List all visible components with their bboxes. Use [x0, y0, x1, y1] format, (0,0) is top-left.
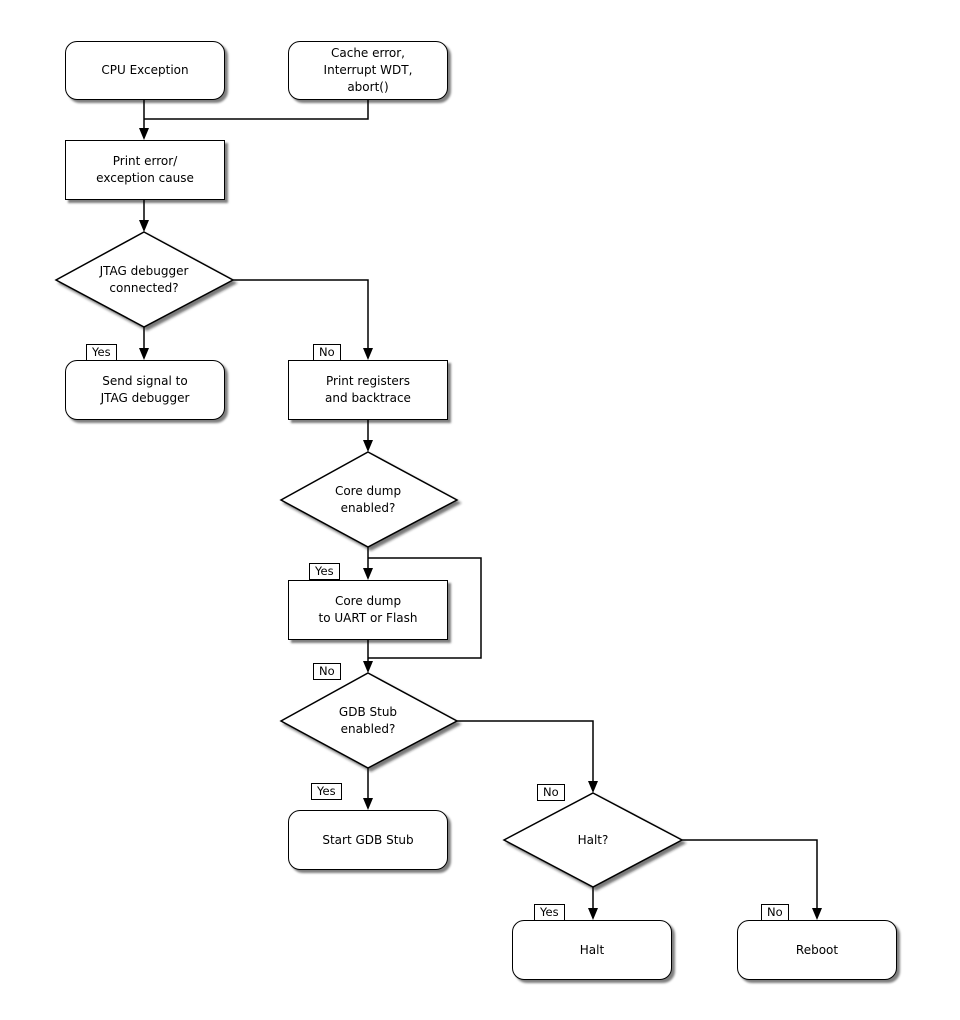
arrowhead-into-jtag-decision — [139, 220, 149, 232]
edge-jtag-no — [233, 279, 369, 357]
node-reboot-label: Reboot — [795, 942, 839, 957]
node-cpu-exception: CPU Exception — [65, 41, 225, 100]
node-print-registers-label: Print registers and backtrace — [325, 374, 411, 405]
edge-label-no-coredump: No — [313, 663, 341, 680]
node-send-signal: Send signal to JTAG debugger — [65, 360, 225, 420]
node-core-dump: Core dump to UART or Flash — [288, 580, 448, 640]
edge-label-yes-jtag: Yes — [86, 344, 117, 361]
edge-label-yes-coredump: Yes — [309, 563, 340, 580]
node-core-dump-label: Core dump to UART or Flash — [318, 594, 418, 625]
arrowhead-into-reboot-box — [812, 908, 822, 920]
edge-coredump-no-bypass — [368, 557, 482, 659]
node-print-registers: Print registers and backtrace — [288, 360, 448, 420]
arrowhead-into-halt-box — [588, 908, 598, 920]
edge-gdb-no — [457, 720, 594, 790]
node-cpu-exception-label: CPU Exception — [101, 63, 189, 77]
node-start-gdb-stub-label: Start GDB Stub — [322, 832, 414, 847]
node-print-error-label: Print error/ exception cause — [96, 154, 194, 185]
arrowhead-into-coredump-decision — [363, 440, 373, 452]
decision-coredump-diamond — [279, 451, 459, 548]
edge-label-yes-gdb: Yes — [311, 783, 342, 800]
arrowhead-into-gdb-decision — [363, 661, 373, 673]
node-start-gdb-stub: Start GDB Stub — [288, 810, 448, 870]
arrowhead-into-send-signal — [139, 348, 149, 360]
edge-label-no-jtag: No — [313, 344, 341, 361]
node-cache-error-label: Cache error, Interrupt WDT, abort() — [323, 46, 413, 94]
node-reboot: Reboot — [737, 920, 897, 980]
arrowhead-into-start-gdb — [363, 798, 373, 810]
node-halt: Halt — [512, 920, 672, 980]
arrowhead-into-print-registers — [363, 348, 373, 360]
edge-halt-no — [682, 839, 818, 917]
node-print-error: Print error/ exception cause — [65, 140, 225, 200]
decision-halt-diamond — [502, 792, 684, 888]
decision-gdbstub-diamond — [279, 672, 459, 769]
node-halt-label: Halt — [579, 942, 605, 957]
edge-label-no-gdb: No — [537, 784, 565, 801]
decision-jtag-diamond — [54, 231, 235, 328]
node-send-signal-label: Send signal to JTAG debugger — [100, 374, 190, 405]
edge-label-no-halt: No — [761, 904, 789, 921]
edge-cache-merge — [144, 100, 369, 120]
node-cache-error: Cache error, Interrupt WDT, abort() — [288, 41, 448, 100]
edge-label-yes-halt: Yes — [534, 904, 565, 921]
arrowhead-into-print-error — [139, 128, 149, 140]
arrowhead-into-coredump-box — [363, 568, 373, 580]
arrowhead-into-halt-decision — [588, 781, 598, 793]
